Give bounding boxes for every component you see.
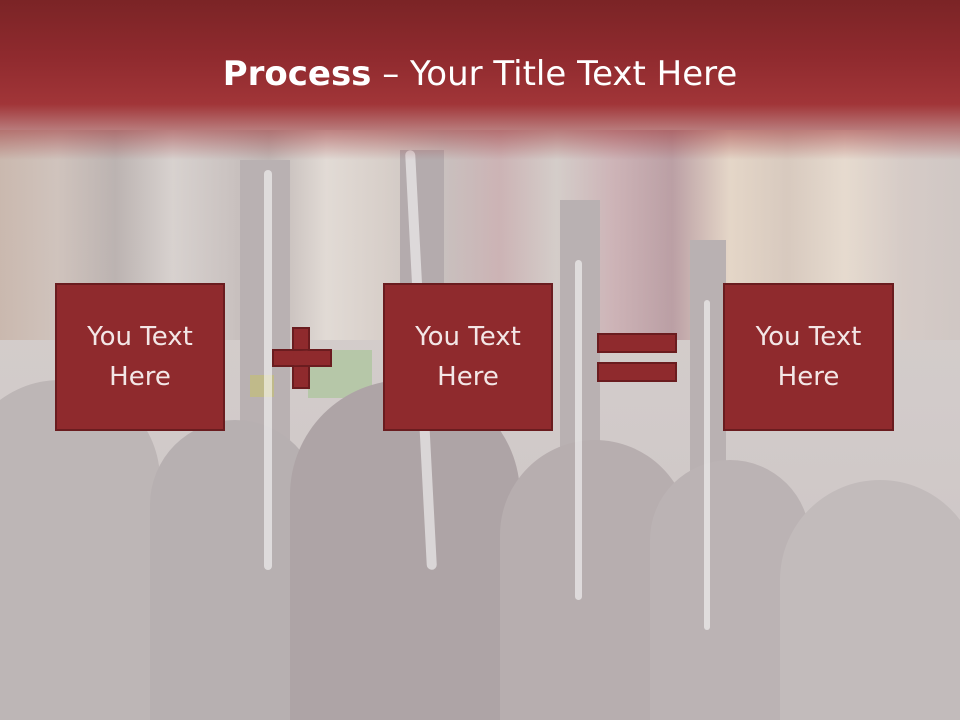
bottle-highlight (575, 260, 582, 600)
title-band (0, 0, 960, 160)
title-rest: – Your Title Text Here (371, 54, 738, 94)
step-text-line2: Here (109, 362, 171, 392)
bottle-highlight (704, 300, 710, 630)
bottle-body (290, 380, 520, 720)
bottle-body (0, 380, 160, 720)
bottle-body (780, 480, 960, 720)
step-text-line2: Here (777, 362, 840, 392)
slide-title[interactable]: Process – Your Title Text Here (0, 52, 960, 96)
step-text-line2: Here (437, 362, 499, 392)
step-text-line1: You Text (87, 322, 193, 352)
bottle-highlight (264, 170, 272, 570)
title-bold: Process (222, 54, 372, 94)
step-text-line1: You Text (415, 322, 521, 352)
step-text-line1: You Text (755, 322, 862, 352)
